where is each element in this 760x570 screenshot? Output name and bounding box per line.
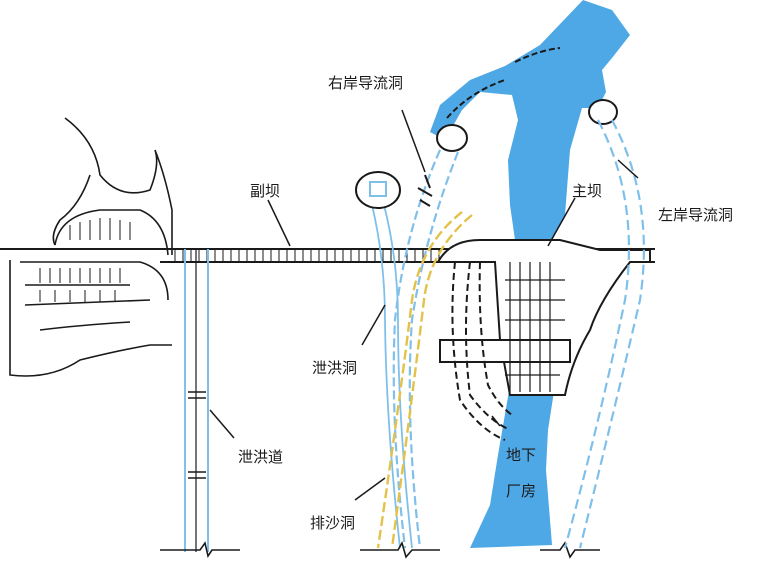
- river-outlet-ground: [360, 540, 600, 559]
- right-tunnel-portal: [436, 124, 468, 152]
- river-upstream: [430, 0, 630, 240]
- powerhouse-gallery: [439, 339, 571, 363]
- main-dam-hatching: [505, 262, 565, 392]
- label-sand-flushing-tunnel: 排沙洞: [310, 514, 355, 532]
- sand-flushing-tunnel: [376, 211, 473, 549]
- spillway-outlet-ground: [160, 541, 240, 558]
- spillway-channel: [184, 249, 209, 552]
- auxiliary-dam-structure: [20, 209, 169, 331]
- river-arm-hatching: [446, 47, 561, 119]
- label-right-bank-diversion-tunnel: 右岸导流洞: [328, 74, 403, 92]
- river-downstream: [470, 385, 555, 548]
- label-underground-powerhouse-line1: 地下: [506, 446, 536, 464]
- label-flood-discharge-tunnel: 泄洪洞: [312, 359, 357, 377]
- left-tunnel-portal: [588, 99, 618, 125]
- main-dam-body: [436, 239, 651, 396]
- flood-tunnel-intake: [355, 171, 401, 209]
- label-spillway: 泄洪道: [238, 448, 283, 466]
- leader-lines: [209, 109, 639, 501]
- auxiliary-dam-hatching: [39, 218, 131, 302]
- label-auxiliary-dam: 副坝: [250, 182, 280, 200]
- label-main-dam: 主坝: [572, 182, 602, 200]
- diversion-intake-gate: [417, 174, 433, 207]
- label-left-bank-diversion-tunnel: 左岸导流洞: [658, 206, 733, 224]
- flood-discharge-tunnel: [371, 204, 413, 549]
- terrain-contour: [9, 117, 173, 377]
- left-bank-diversion-tunnel: [563, 119, 645, 549]
- right-bank-diversion-tunnel: [392, 149, 460, 549]
- label-underground-powerhouse-line2: 厂房: [506, 482, 536, 500]
- powerhouse-penstocks: [451, 261, 513, 441]
